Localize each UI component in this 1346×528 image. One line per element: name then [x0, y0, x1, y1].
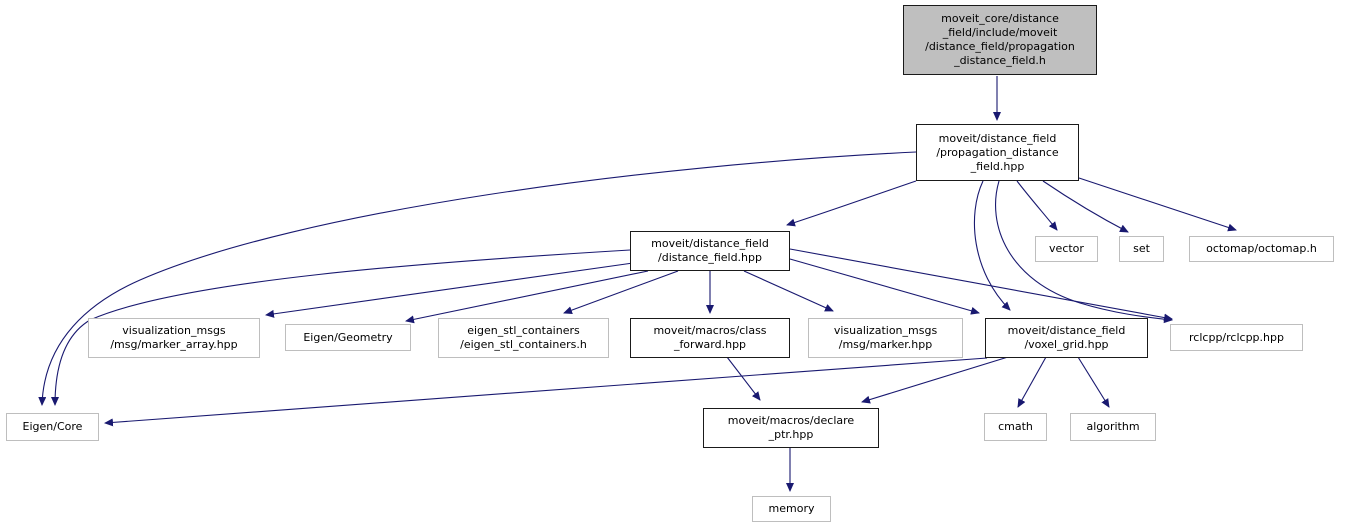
- edge-propagation-to-voxel-grid: [973, 180, 1011, 311]
- edge-propagation-to-rclcpp: [995, 180, 1173, 324]
- node-memory: memory: [752, 496, 831, 522]
- node-root: moveit_core/distance _field/include/move…: [903, 5, 1097, 75]
- node-eigen-core: Eigen/Core: [6, 413, 99, 441]
- edge-distance-field-to-voxel-grid: [789, 258, 980, 315]
- edge-voxel-grid-to-declare-ptr: [861, 356, 1009, 404]
- edge-distance-field-to-rclcpp: [789, 248, 1173, 322]
- node-rclcpp-hpp: rclcpp/rclcpp.hpp: [1170, 324, 1303, 351]
- edge-propagation-to-set: [1042, 180, 1129, 233]
- node-marker-array-hpp: visualization_msgs /msg/marker_array.hpp: [88, 318, 260, 358]
- edge-distance-field-to-eigen-geometry: [405, 270, 649, 324]
- node-distance-field-hpp[interactable]: moveit/distance_field /distance_field.hp…: [630, 231, 790, 271]
- node-set: set: [1119, 236, 1164, 262]
- node-propagation-distance-field-hpp[interactable]: moveit/distance_field /propagation_dista…: [916, 124, 1079, 181]
- edge-voxel-grid-to-cmath: [1017, 356, 1047, 408]
- edge-propagation-to-distance-field: [786, 180, 917, 227]
- node-eigen-stl-containers-h: eigen_stl_containers /eigen_stl_containe…: [438, 318, 609, 358]
- node-cmath: cmath: [984, 413, 1047, 441]
- edge-distance-field-to-eigen-core: [51, 249, 631, 406]
- node-algorithm: algorithm: [1070, 413, 1156, 441]
- edge-propagation-to-octomap: [1078, 177, 1237, 232]
- edge-propagation-to-eigen-core: [38, 151, 917, 406]
- node-marker-hpp: visualization_msgs /msg/marker.hpp: [808, 318, 963, 358]
- node-voxel-grid-hpp[interactable]: moveit/distance_field /voxel_grid.hpp: [985, 318, 1148, 358]
- edge-distance-field-to-eigen-stl: [563, 270, 679, 314]
- edge-distance-field-to-marker: [743, 270, 834, 312]
- edge-class-forward-to-declare-ptr: [726, 356, 761, 401]
- node-declare-ptr-hpp[interactable]: moveit/macros/declare _ptr.hpp: [703, 408, 879, 448]
- node-eigen-geometry: Eigen/Geometry: [285, 324, 411, 351]
- edge-distance-field-to-marker-array: [265, 262, 634, 318]
- edge-propagation-to-vector: [1016, 180, 1058, 231]
- node-class-forward-hpp[interactable]: moveit/macros/class _forward.hpp: [630, 318, 790, 358]
- edge-voxel-grid-to-algorithm: [1077, 356, 1110, 408]
- edge-voxel-grid-to-eigen-core: [104, 357, 988, 427]
- node-octomap-h: octomap/octomap.h: [1189, 236, 1334, 262]
- node-vector: vector: [1035, 236, 1098, 262]
